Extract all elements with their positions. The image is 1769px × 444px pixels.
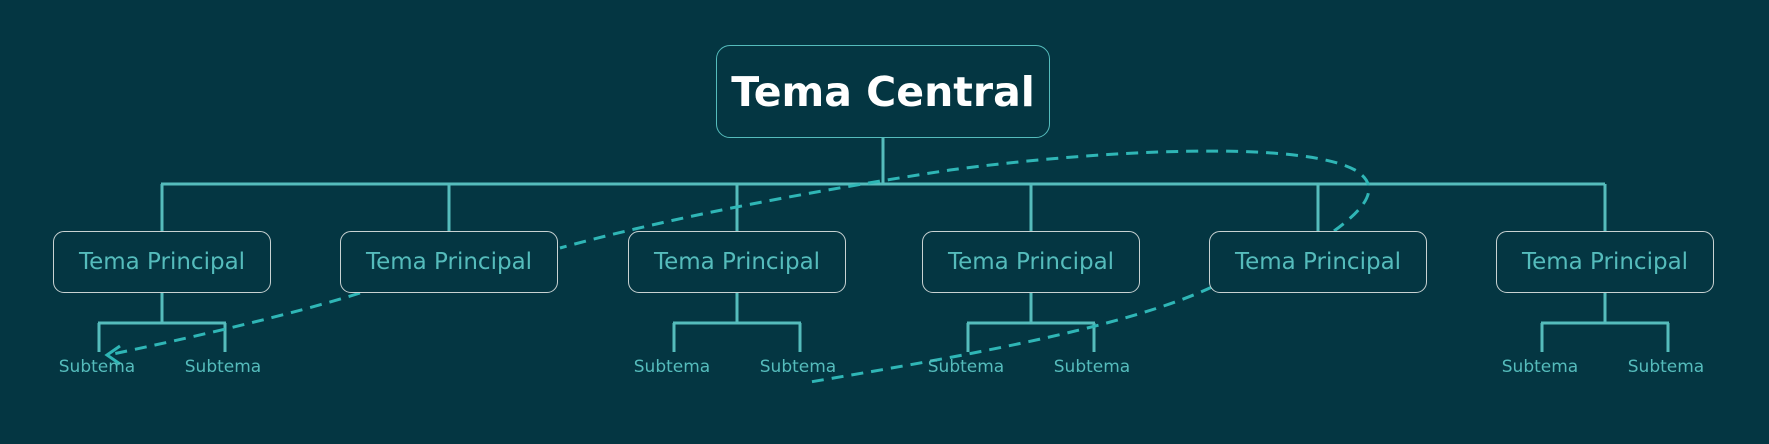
subtopic-node[interactable]: Subtema	[633, 357, 711, 377]
subtopic-bracket-1	[97, 293, 227, 352]
main-topic-label: Tema Principal	[653, 249, 821, 275]
main-topic-node-5[interactable]: Tema Principal	[1209, 231, 1427, 293]
main-topic-node-4[interactable]: Tema Principal	[922, 231, 1140, 293]
main-topic-node-1[interactable]: Tema Principal	[53, 231, 271, 293]
relationship-arrowhead	[104, 344, 121, 366]
main-topic-label: Tema Principal	[1521, 249, 1689, 275]
main-topic-label: Tema Principal	[78, 249, 246, 275]
subtopic-bracket-3	[672, 293, 802, 352]
central-topic-node[interactable]: Tema Central	[716, 45, 1050, 138]
main-topic-label: Tema Principal	[947, 249, 1115, 275]
relationship-curve-top	[559, 149, 1371, 250]
relationship-curve-left	[107, 291, 361, 357]
main-topic-label: Tema Principal	[365, 249, 533, 275]
relationship-curve-bottom	[809, 285, 1213, 384]
subtopic-node[interactable]: Subtema	[759, 357, 837, 377]
subtopic-node[interactable]: Subtema	[1627, 357, 1705, 377]
central-topic-label: Tema Central	[731, 67, 1035, 116]
main-topic-label: Tema Principal	[1234, 249, 1402, 275]
subtopic-node[interactable]: Subtema	[1053, 357, 1131, 377]
subtopic-bracket-6	[1540, 293, 1670, 352]
main-topic-node-2[interactable]: Tema Principal	[340, 231, 558, 293]
subtopic-node[interactable]: Subtema	[58, 357, 136, 377]
subtopic-node[interactable]: Subtema	[1501, 357, 1579, 377]
subtopic-bracket-4	[966, 293, 1096, 352]
subtopic-node[interactable]: Subtema	[927, 357, 1005, 377]
main-topic-node-3[interactable]: Tema Principal	[628, 231, 846, 293]
main-topic-node-6[interactable]: Tema Principal	[1496, 231, 1714, 293]
subtopic-node[interactable]: Subtema	[184, 357, 262, 377]
